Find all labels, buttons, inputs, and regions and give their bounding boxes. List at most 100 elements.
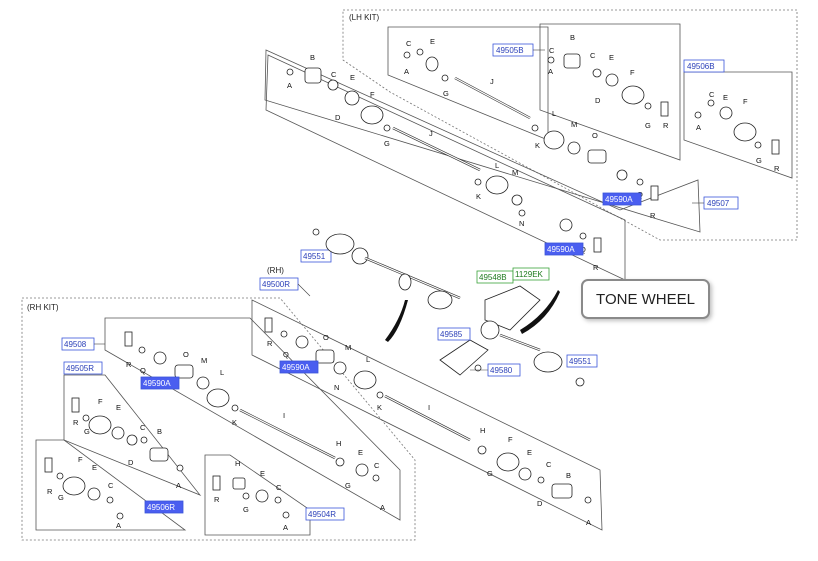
letter-e: E [430,37,435,46]
letter-l: L [220,368,224,377]
letter-a: A [116,521,121,530]
letter-c: C [549,46,555,55]
pn-49585[interactable]: 49585 [440,330,463,339]
letter-m: M [201,356,207,365]
letter-c: C [546,460,552,469]
pn-49506R[interactable]: 49506R [147,503,175,512]
letter-o: O [183,350,189,359]
rh-kit-frame-49504R [204,454,311,536]
lh-kit-frame-49505B-right [539,23,681,161]
pn-49504R[interactable]: 49504R [308,510,336,519]
letter-r: R [47,487,53,496]
letter-c: C [331,70,337,79]
pn-box-49504R[interactable] [305,507,345,521]
lh-kit-frame-49506B [683,71,793,179]
lh-assembly-parts [286,67,659,253]
pn-49590A-lh1[interactable]: 49590A [605,195,633,204]
pn-box-49551-bot[interactable] [566,354,598,368]
letter-r: R [214,495,220,504]
pn-49506B[interactable]: 49506B [687,62,715,71]
pn-box-49506R[interactable] [144,500,184,514]
rh-shaft-title: (RH) [267,266,284,275]
pn-box-49551-top[interactable] [300,249,332,263]
pn-49580[interactable]: 49580 [490,366,513,375]
lh-assembly-frame [264,49,701,233]
rh-assembly-frame [104,317,401,521]
letter-n: N [519,219,524,228]
pn-49505B[interactable]: 49505B [496,46,524,55]
letter-g: G [487,469,493,478]
pn-49590A-rh2[interactable]: 49590A [143,379,171,388]
pn-box-1129EK[interactable] [512,267,550,281]
center-shaft-assembly [312,228,585,387]
pn-box-49505R[interactable] [63,361,103,375]
letter-a: A [404,67,409,76]
letter-n: N [334,383,339,392]
lh-kit-dashed-outline [342,9,798,241]
letter-l: L [495,161,499,170]
pn-49590A-lh2[interactable]: 49590A [547,245,575,254]
letter-a: A [176,481,181,490]
letter-j: J [490,77,494,86]
pn-49508[interactable]: 49508 [64,340,87,349]
letter-h: H [480,426,485,435]
letter-g: G [756,156,762,165]
pn-49548B[interactable]: 49548B [479,273,507,282]
letter-f: F [98,397,103,406]
letter-r: R [774,164,780,173]
pn-box-49590A-lh2[interactable] [544,242,584,256]
lh-kit-49506B-parts [694,99,780,155]
letter-a: A [380,503,385,512]
rh-kit-assembly-parts [124,331,380,482]
letter-q: Q [140,366,146,375]
lh-kit-b-parts [547,53,669,117]
pn-49500R[interactable]: 49500R [262,280,290,289]
letter-a: A [696,123,701,132]
pn-1129EK[interactable]: 1129EK [515,270,544,279]
letter-r: R [650,211,656,220]
letter-d: D [537,499,543,508]
letter-c: C [709,90,715,99]
letter-g: G [384,139,390,148]
letter-i: I [428,403,430,412]
pn-box-49506B[interactable] [683,59,725,73]
pn-49590A-rh1[interactable]: 49590A [282,363,310,372]
letter-j: J [429,129,433,138]
rh-shaft-parts [264,317,592,504]
letter-d: D [335,113,341,122]
pn-box-49590A-lh1[interactable] [602,192,642,206]
rh-kit-frame-49505R [63,374,202,496]
letter-a: A [586,518,591,527]
pn-box-49590A-rh2[interactable] [140,376,180,390]
letter-k: K [535,141,540,150]
letter-f: F [370,90,375,99]
letter-i: I [283,411,285,420]
pn-49505R[interactable]: 49505R [66,364,94,373]
letter-e: E [723,93,728,102]
rh-kit-title: (RH KIT) [27,303,59,312]
pn-box-49590A-rh1[interactable] [279,360,319,374]
letter-c: C [108,481,114,490]
tone-wheel-label: TONE WHEEL [596,290,695,308]
letter-c: C [374,461,380,470]
rh-kit-49504R-parts [212,475,290,519]
letter-d: D [128,458,134,467]
letter-c: C [590,51,596,60]
letter-a: A [287,81,292,90]
pn-box-49585[interactable] [437,327,471,341]
letter-f: F [78,455,83,464]
pn-49551-top[interactable]: 49551 [303,252,326,261]
letter-m: M [512,168,518,177]
pn-49551-bot[interactable]: 49551 [569,357,592,366]
letter-f: F [630,68,635,77]
letter-m: M [571,120,577,129]
letter-l: L [552,109,556,118]
rh-kit-frame-49506R [35,439,187,531]
letter-e: E [350,73,355,82]
pn-49507[interactable]: 49507 [707,199,730,208]
lh-kit-a-parts [403,48,531,120]
letter-f: F [508,435,513,444]
letter-h: H [235,459,240,468]
letter-c: C [406,39,412,48]
